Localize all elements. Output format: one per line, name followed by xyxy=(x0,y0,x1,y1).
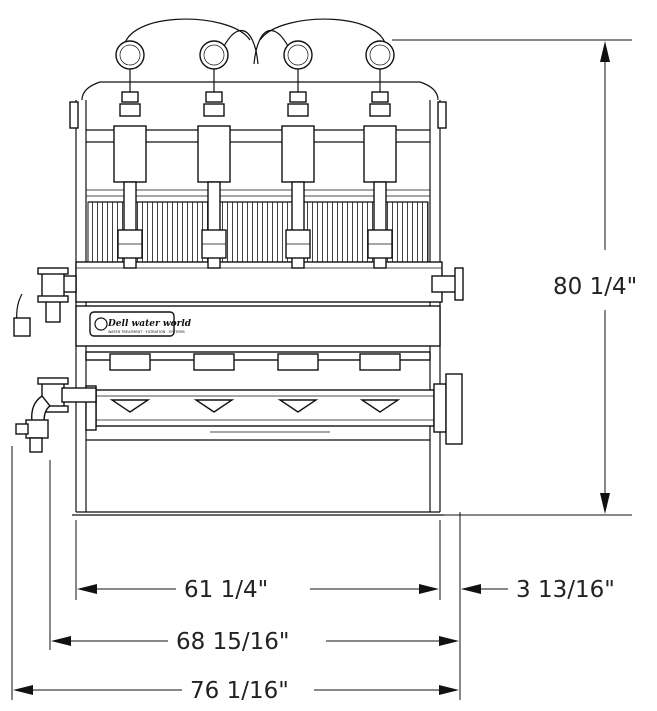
upper-manifold xyxy=(61,261,464,303)
frame-width-label: 61 1/4" xyxy=(184,577,268,603)
side-offset-label: 3 13/16" xyxy=(516,577,615,603)
logo-panel: Dell water world WATER TREATMENT · FILTR… xyxy=(75,305,441,347)
overall-width-dimension: 76 1/16" xyxy=(11,446,459,704)
frame-width-dimension: 61 1/4" xyxy=(75,520,441,603)
side-offset-dimension: 3 13/16" xyxy=(459,512,615,700)
inner-width-label: 68 15/16" xyxy=(176,629,289,655)
column-unit-4 xyxy=(259,18,401,413)
height-dimension: 80 1/4" xyxy=(392,39,637,516)
left-inlet-piping xyxy=(13,267,97,453)
logo-name: Dell water world xyxy=(107,319,192,329)
column-unit-3 xyxy=(253,30,319,413)
column-unit-1 xyxy=(109,18,251,413)
column-unit-2 xyxy=(193,30,259,413)
overall-width-label: 76 1/16" xyxy=(190,678,289,704)
logo-tagline: WATER TREATMENT · FILTRATION · SYSTEMS xyxy=(108,330,186,334)
inner-width-dimension: 68 15/16" xyxy=(49,460,459,655)
lower-manifold xyxy=(72,351,463,516)
height-label: 80 1/4" xyxy=(553,274,637,300)
